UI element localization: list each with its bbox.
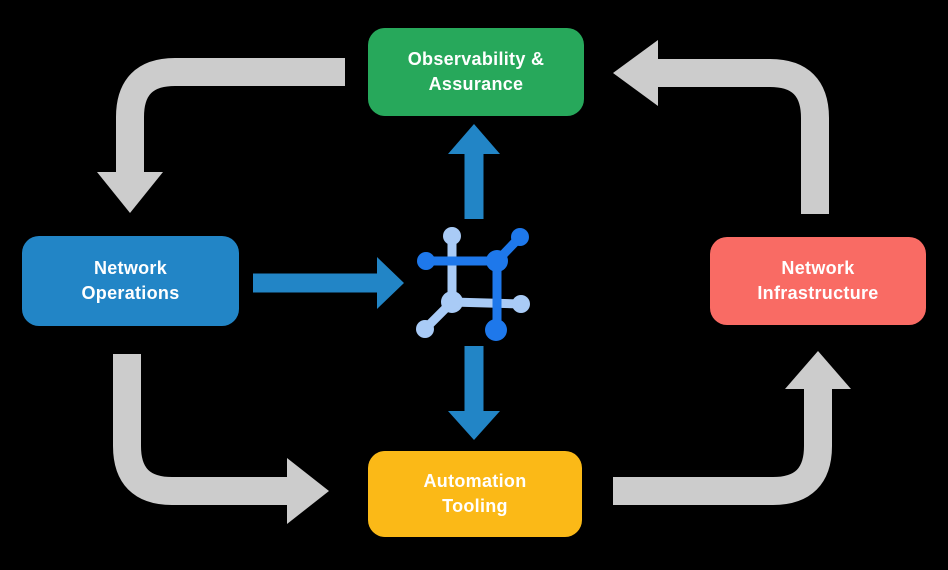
node-infrastructure-label: Network Infrastructure [757,258,879,303]
arrow-operations-to-center [253,257,404,309]
curved-arrow-infrastructure-to-observability [613,40,829,214]
icon-node-right-light [512,295,530,313]
node-network-infrastructure: Network Infrastructure [710,237,926,325]
icon-node-left-dark [417,252,435,270]
node-automation-label: Automation Tooling [423,471,527,516]
node-network-operations: Network Operations [22,236,239,326]
network-mesh-icon [416,227,530,341]
icon-node-bottomleft-light [416,320,434,338]
curved-arrow-observability-to-operations [97,58,345,213]
icon-corner-dark [486,250,508,272]
arrow-center-to-observability [448,124,500,219]
node-operations-label: Network Operations [81,258,180,303]
icon-node-topright-dark [511,228,529,246]
icon-node-top-light [443,227,461,245]
curved-arrow-operations-to-automation [113,354,329,524]
node-observability-label: Observability & Assurance [407,49,545,94]
arrow-center-to-automation [448,346,500,440]
icon-corner-light [441,291,463,313]
node-observability-assurance: Observability & Assurance [368,28,584,116]
curved-arrow-automation-to-infrastructure [613,351,851,505]
node-automation-tooling: Automation Tooling [368,451,582,537]
icon-node-bottom-dark [485,319,507,341]
